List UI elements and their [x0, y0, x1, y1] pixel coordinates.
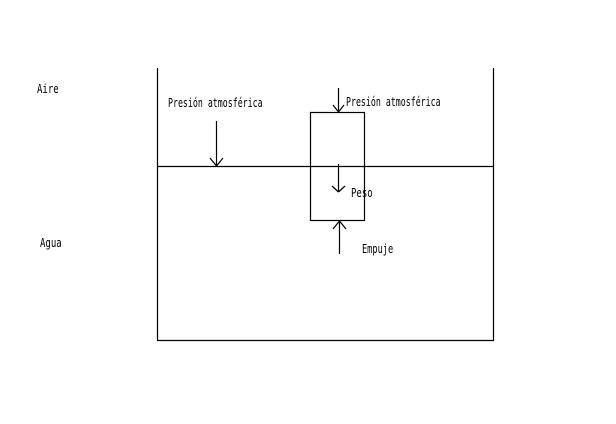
- air-label: Aire: [37, 83, 59, 97]
- atm-pressure-surface-arrow: [209, 121, 224, 167]
- buoyancy-arrow: [332, 220, 347, 254]
- atm-pressure-surface-label: Presión atmosférica: [168, 97, 263, 111]
- water-label: Agua: [40, 237, 62, 251]
- floating-body: [309, 111, 366, 222]
- buoyancy-label: Empuje: [362, 243, 393, 257]
- weight-arrow: [331, 164, 346, 193]
- atm-pressure-body-label: Presión atmosférica: [346, 96, 441, 110]
- atm-pressure-body-arrow: [332, 88, 345, 113]
- weight-label: Peso: [351, 187, 373, 201]
- container: [156, 68, 495, 342]
